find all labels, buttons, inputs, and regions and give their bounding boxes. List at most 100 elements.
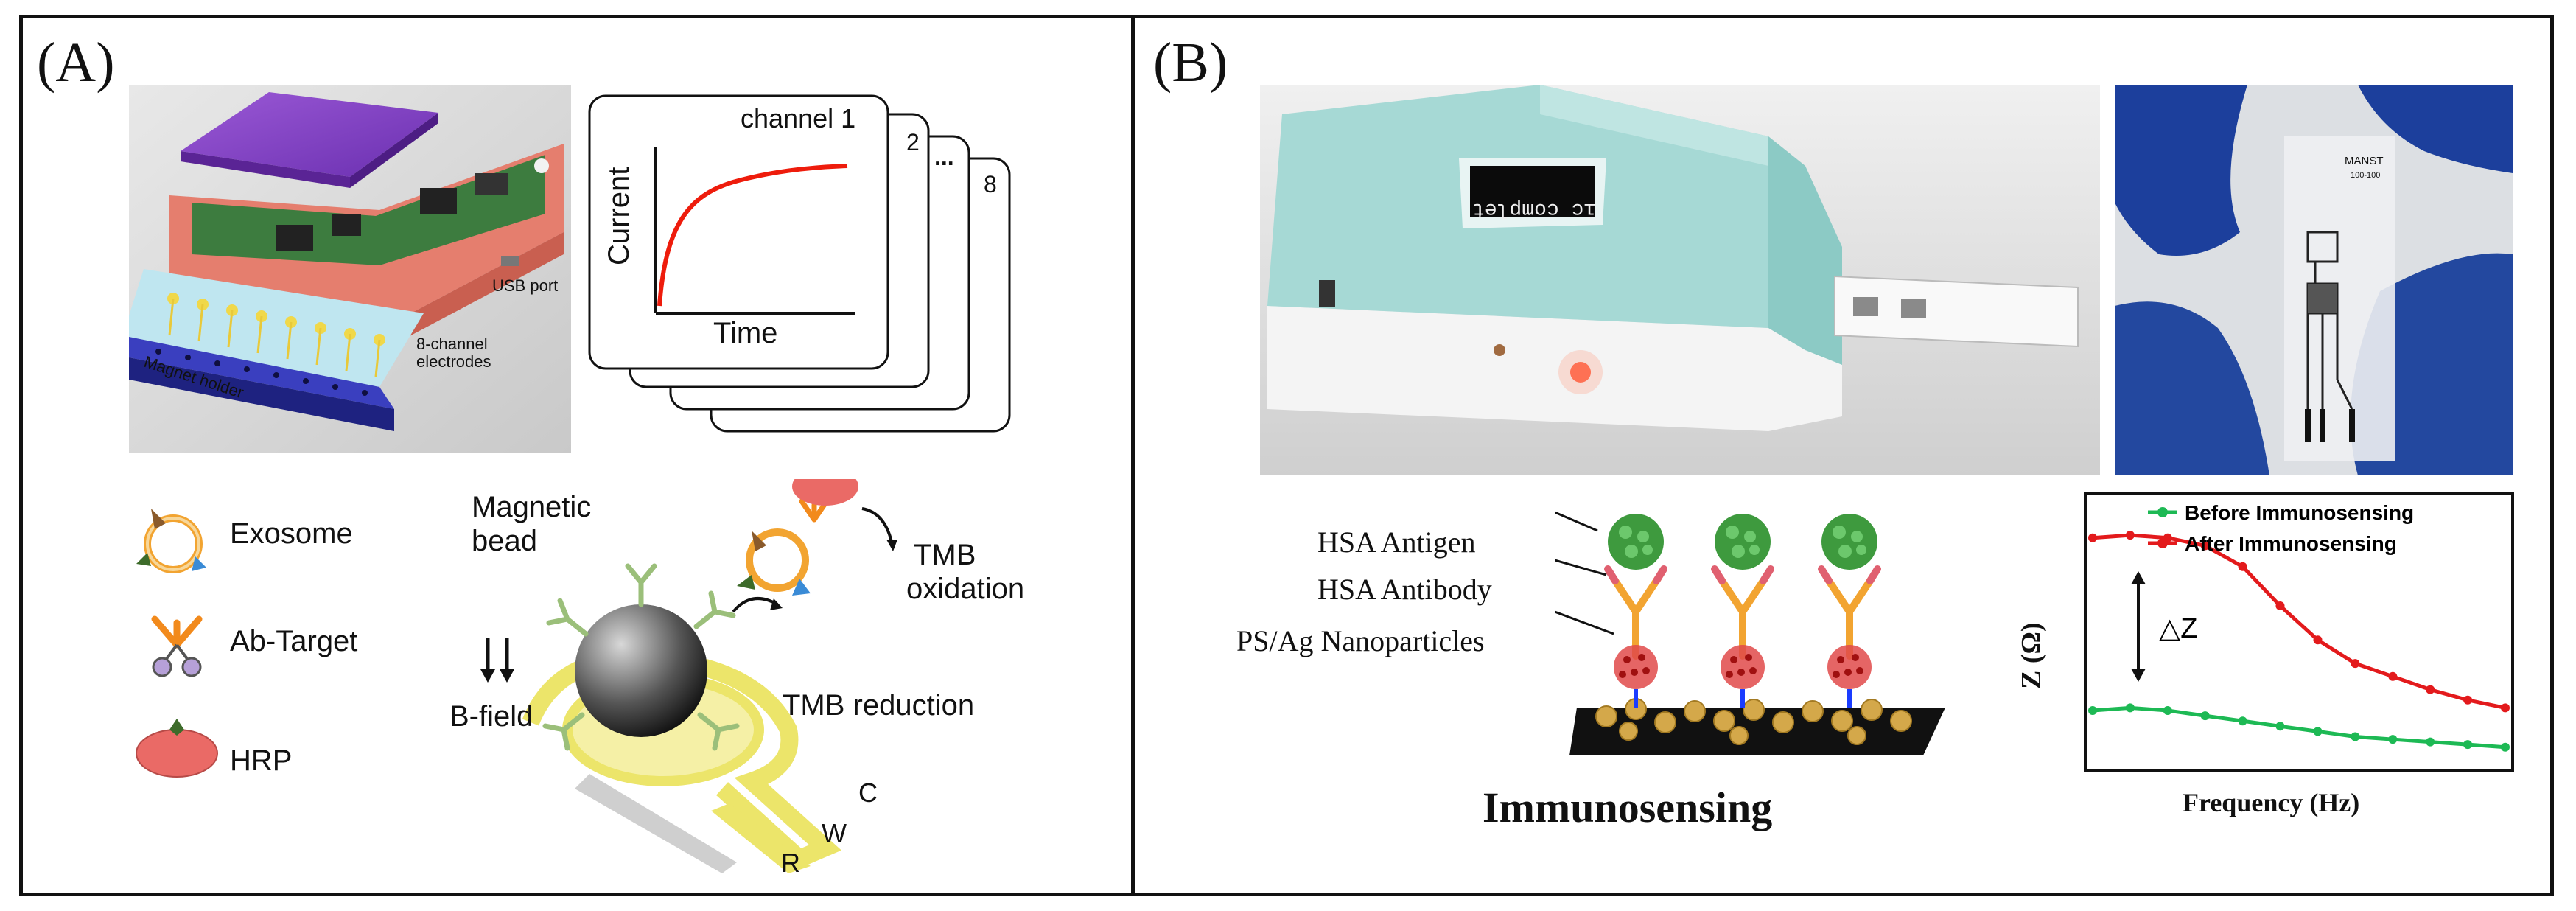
ag-nanoparticles: [1595, 698, 1912, 745]
stack-card-1: [588, 94, 889, 370]
plot-frame: [2084, 492, 2514, 772]
current-curve: [657, 164, 848, 307]
bound-hrp: [792, 479, 858, 506]
data-point: [2088, 533, 2097, 542]
data-point: [2351, 732, 2360, 741]
exosome-icon: [136, 509, 206, 573]
electrode-strip-photo: [2115, 85, 2513, 475]
label-arrows: [1555, 511, 1614, 635]
antibody-target-icon: [151, 615, 203, 677]
strip-brand: MANST: [2345, 155, 2384, 167]
detection-scheme: [480, 479, 897, 873]
current-time-stack: [588, 94, 1011, 433]
oxidation-arrow: [861, 507, 893, 542]
data-point: [2200, 711, 2210, 721]
usb-port-icon: [501, 256, 519, 266]
data-point: [2275, 722, 2285, 731]
power-switch: [1319, 280, 1335, 307]
sensor-device-render: [129, 85, 571, 453]
tmb-reduction-label: TMB reduction: [783, 689, 975, 722]
electrodes-label: 8-channel electrodes: [416, 335, 491, 371]
current-ylabel: Current: [603, 167, 635, 265]
oled-screen-text: ic complet: [1472, 198, 1597, 220]
legend-marker-1: [2157, 538, 2168, 548]
portable-reader-photo: [1260, 85, 2100, 475]
panel-a-label: (A): [37, 32, 115, 94]
bfield-arrows: [486, 638, 509, 674]
magnet-holder: [129, 337, 394, 409]
electrodes-label-line1: 8-channel: [416, 335, 488, 353]
data-point: [2501, 703, 2510, 713]
legend-hrp: HRP: [230, 744, 293, 777]
nanoparticles-label: PS/Ag Nanoparticles: [1236, 624, 1485, 657]
tmb-oxidation-label: TMB oxidation: [906, 538, 1024, 606]
immunosensing-title: Immunosensing: [1483, 783, 1773, 831]
data-point: [2125, 703, 2135, 713]
purple-lid: [181, 92, 438, 177]
antigen-label: HSA Antigen: [1317, 526, 1476, 559]
data-point: [2238, 716, 2247, 726]
antibody-label: HSA Antibody: [1317, 573, 1492, 606]
hrp-icon: [136, 719, 218, 778]
figure-frame: [19, 15, 2554, 896]
printed-strip: [2284, 136, 2395, 461]
data-point: [2200, 541, 2210, 551]
legend-label-0: Before Immunosensing: [2185, 501, 2414, 524]
test-strip: [1834, 275, 2079, 348]
current-xlabel: Time: [713, 317, 778, 349]
delta-z-arrow: [2131, 571, 2146, 682]
series-line-1: [2092, 533, 2506, 710]
stack-label-dots: ...: [934, 144, 954, 170]
channel-label: channel 1: [741, 103, 856, 133]
data-point: [2388, 671, 2398, 681]
stack-label-2: 2: [906, 129, 920, 156]
tmb-oxidation-line2: oxidation: [906, 573, 1025, 605]
glove-thumb: [2115, 85, 2247, 256]
bfield-label: B-field: [449, 700, 533, 733]
immunosensing-schematic: [1555, 501, 1945, 755]
data-point: [2426, 685, 2435, 694]
bound-exosome: [737, 528, 811, 596]
series-line-0: [2092, 705, 2506, 750]
data-point: [2163, 706, 2172, 715]
legend-exosome: Exosome: [230, 517, 353, 550]
data-point: [2275, 601, 2285, 610]
data-point: [2426, 737, 2435, 747]
electrode-r-label: R: [781, 848, 800, 878]
strip-code: 100-100: [2351, 171, 2381, 180]
legend-marker-0: [2157, 507, 2168, 517]
data-point: [2088, 706, 2097, 715]
panel-b-label: (B): [1153, 32, 1228, 94]
data-point: [2463, 740, 2473, 750]
antibody-unit: [1604, 514, 1667, 708]
stack-label-8: 8: [984, 171, 997, 198]
magnetic-bead-label-line2: bead: [472, 525, 537, 557]
tmb-oxidation-line1: TMB: [914, 539, 976, 571]
data-point: [2313, 635, 2323, 645]
screw-hole: [1494, 344, 1505, 356]
usb-port-label: USB port: [492, 276, 559, 295]
data-point: [2125, 531, 2135, 540]
panel-divider: [1131, 15, 1135, 896]
data-point: [2388, 735, 2398, 744]
magnetic-bead-label-line1: Magnetic: [472, 491, 592, 523]
glove-finger: [2358, 85, 2513, 173]
data-point: [2351, 659, 2360, 669]
z-axis-label: Z (Ω): [2016, 622, 2047, 689]
magnetic-bead: [575, 604, 707, 737]
magnetic-bead-label: Magnetic bead: [472, 490, 591, 558]
data-point: [2501, 742, 2510, 752]
electrodes-label-line2: electrodes: [416, 352, 491, 371]
frequency-axis-label: Frequency (Hz): [2183, 788, 2360, 817]
electrode-c-label: C: [858, 778, 878, 808]
legend-ab-target: Ab-Target: [230, 625, 358, 657]
data-point: [2313, 727, 2323, 736]
delta-z-label: △Z: [2159, 613, 2197, 644]
data-point: [2238, 562, 2247, 571]
data-point: [2463, 695, 2473, 705]
legend-label-1: After Immunosensing: [2185, 532, 2397, 555]
electrode-w-label: W: [822, 818, 847, 848]
oled-screen: [1470, 166, 1595, 217]
reader-base: [1267, 306, 1842, 431]
